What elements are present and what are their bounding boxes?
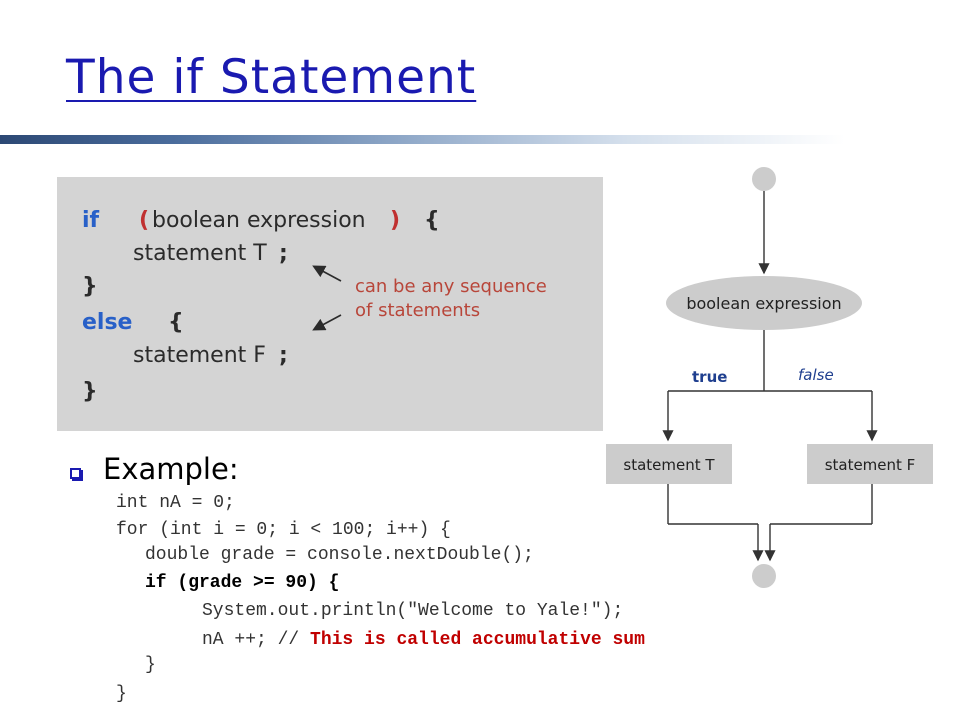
code-line-1: int nA = 0; — [116, 493, 235, 513]
flowchart-true-label: true — [692, 368, 727, 386]
syntax-semicolon-f: ; — [279, 343, 288, 368]
note-arrow-to-statement-t — [312, 265, 342, 282]
syntax-semicolon-t: ; — [279, 241, 288, 266]
flowchart-statement-f-box — [807, 444, 933, 484]
syntax-open-paren: ( — [139, 208, 150, 233]
slide-title: The if Statement — [66, 50, 477, 105]
code-line-6-comment: This is called accumulative sum — [310, 630, 645, 650]
syntax-boolean-expression: boolean expression — [152, 208, 366, 233]
syntax-close-paren: ) — [390, 208, 401, 233]
code-line-8: } — [116, 684, 127, 704]
flowchart-statement-f-label: statement F — [825, 456, 916, 474]
note-arrow-to-else — [312, 314, 342, 331]
flowchart-condition-node — [666, 276, 862, 330]
syntax-note-line-1: can be any sequence — [355, 276, 547, 297]
flowchart-false-label: false — [798, 366, 834, 384]
flowchart-end-node — [752, 564, 776, 588]
syntax-if-keyword: if — [82, 208, 100, 233]
title-divider-bar — [0, 135, 960, 144]
code-line-6-statement: nA ++; // — [202, 630, 311, 650]
syntax-else-keyword: else — [82, 310, 133, 335]
code-line-2: for (int i = 0; i < 100; i++) { — [116, 520, 451, 540]
syntax-close-brace-if: } — [82, 274, 98, 299]
flowchart-start-node — [752, 167, 776, 191]
code-line-7: } — [145, 655, 156, 675]
flowchart-statement-t-label: statement T — [623, 456, 715, 474]
syntax-box: if ( boolean expression ) { statement T … — [57, 177, 603, 431]
syntax-open-brace-else: { — [168, 310, 184, 335]
code-line-3: double grade = console.nextDouble(); — [145, 545, 534, 565]
example-bullet-icon — [70, 468, 81, 479]
code-line-6: nA ++; // This is called accumulative su… — [202, 631, 645, 649]
flowchart-statement-t-box — [606, 444, 732, 484]
code-line-5: System.out.println("Welcome to Yale!"); — [202, 601, 624, 621]
example-label: Example: — [103, 452, 239, 486]
syntax-note-arrows — [312, 265, 342, 331]
code-line-4: if (grade >= 90) { — [145, 573, 340, 593]
syntax-open-brace-if: { — [424, 208, 440, 233]
flowchart-condition-label: boolean expression — [686, 294, 841, 313]
syntax-statement-f: statement F — [133, 343, 266, 368]
syntax-close-brace-else: } — [82, 379, 98, 404]
if-else-flowchart: boolean expression true false statement … — [606, 167, 933, 588]
syntax-note-line-2: of statements — [355, 300, 481, 321]
syntax-statement-t: statement T — [133, 241, 267, 266]
